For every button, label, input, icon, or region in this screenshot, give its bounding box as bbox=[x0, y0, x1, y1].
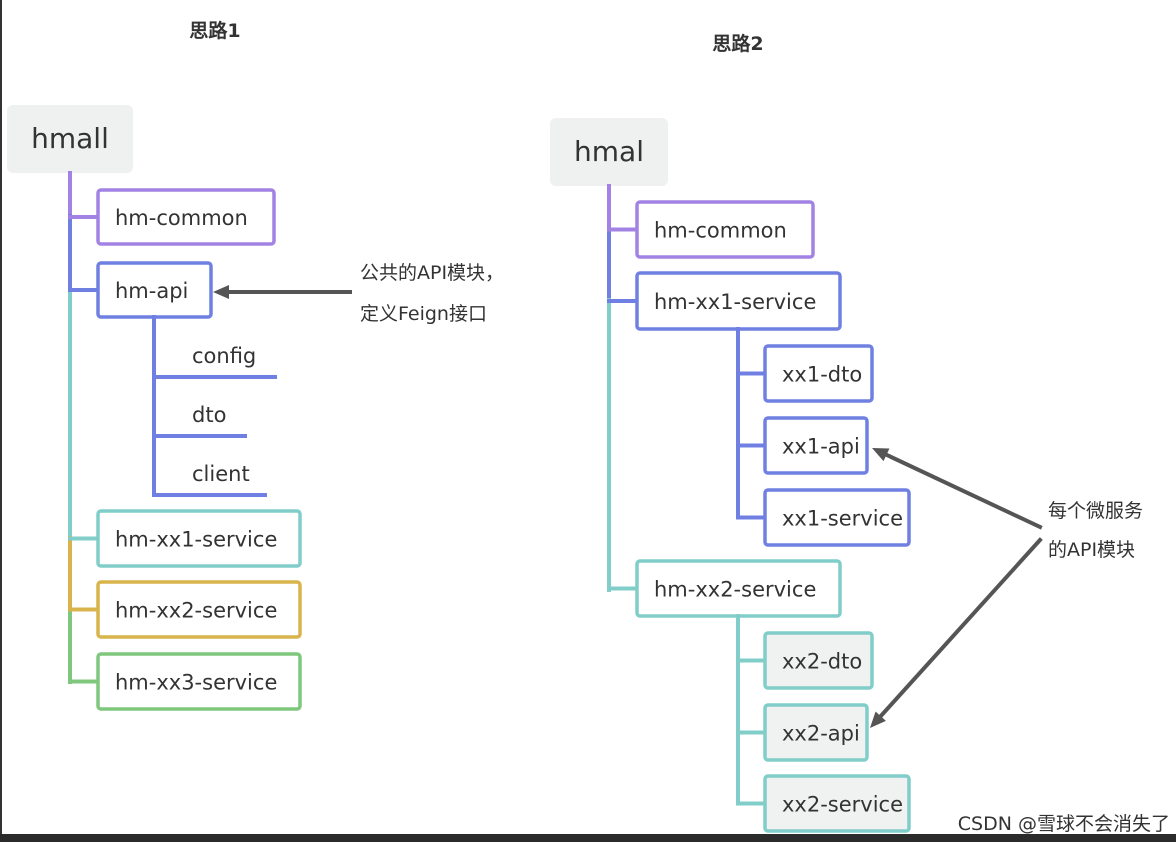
left-node-hm-xx3-service-box bbox=[96, 652, 302, 711]
right-node-hm-common-label: hm-common bbox=[654, 219, 787, 243]
right-sub-node-xx2-dto-label: xx2-dto bbox=[782, 650, 862, 674]
annotation-right-arrow-1-line bbox=[883, 452, 1043, 530]
left-node-hm-xx2-service-box bbox=[96, 580, 302, 639]
left-node-hm-xx1-service-label: hm-xx1-service bbox=[115, 528, 277, 552]
right-sub-node-xx2-api-box bbox=[763, 703, 869, 762]
sub-item-dto: dto bbox=[192, 403, 226, 427]
annotation-right-arrow-2-line bbox=[877, 537, 1043, 719]
right-sub-node-xx1-dto-label: xx1-dto bbox=[782, 363, 862, 387]
bottom-strip bbox=[0, 834, 1176, 842]
left-node-hm-xx2-service-label: hm-xx2-service bbox=[115, 599, 277, 623]
annotation-left-line2: 定义Feign接口 bbox=[360, 303, 487, 325]
right-sub-node-xx1-service-box bbox=[763, 488, 911, 547]
annotation-right-arrow-1-head bbox=[872, 448, 890, 462]
left-root-node bbox=[7, 105, 133, 173]
right-sub-node-xx2-api-label: xx2-api bbox=[782, 722, 860, 746]
watermark: CSDN @雪球不会消失了 bbox=[958, 813, 1170, 835]
left-node-hm-common-box bbox=[96, 188, 276, 246]
annotation-left-arrow-head bbox=[213, 285, 229, 299]
sub-item-client: client bbox=[192, 462, 250, 486]
right-sub-node-xx1-dto-box bbox=[763, 344, 874, 403]
right-sub-node-xx2-service-label: xx2-service bbox=[782, 793, 903, 817]
right-node-hm-xx2-service-label: hm-xx2-service bbox=[654, 578, 816, 602]
right-node-hm-xx1-service-label: hm-xx1-service bbox=[654, 290, 816, 314]
left-node-hm-api-label: hm-api bbox=[115, 279, 188, 303]
right-sub-node-xx2-service-box bbox=[763, 774, 911, 833]
sub-item-config: config bbox=[192, 344, 256, 368]
title-right: 思路2 bbox=[712, 32, 763, 55]
left-node-hm-xx3-service-label: hm-xx3-service bbox=[115, 671, 277, 695]
annotation-right-arrow-2-head bbox=[870, 711, 886, 728]
right-sub-node-xx1-api-box bbox=[763, 416, 869, 475]
left-node-hm-common-label: hm-common bbox=[115, 206, 248, 230]
right-root-label: hmal bbox=[574, 135, 644, 168]
annotation-right-line2: 的API模块 bbox=[1048, 539, 1135, 561]
left-border bbox=[0, 0, 2, 842]
left-node-hm-xx1-service-box bbox=[96, 509, 302, 568]
title-left: 思路1 bbox=[189, 19, 240, 42]
annotation-left-line1: 公共的API模块， bbox=[360, 262, 504, 284]
right-sub-node-xx1-api-label: xx1-api bbox=[782, 435, 860, 459]
right-sub-node-xx2-dto-box bbox=[763, 631, 874, 690]
right-root-node bbox=[550, 118, 668, 186]
annotation-right-line1: 每个微服务 bbox=[1048, 500, 1143, 522]
left-root-label: hmall bbox=[31, 122, 109, 155]
right-node-hm-common-box bbox=[635, 200, 815, 259]
right-sub-node-xx1-service-label: xx1-service bbox=[782, 507, 903, 531]
